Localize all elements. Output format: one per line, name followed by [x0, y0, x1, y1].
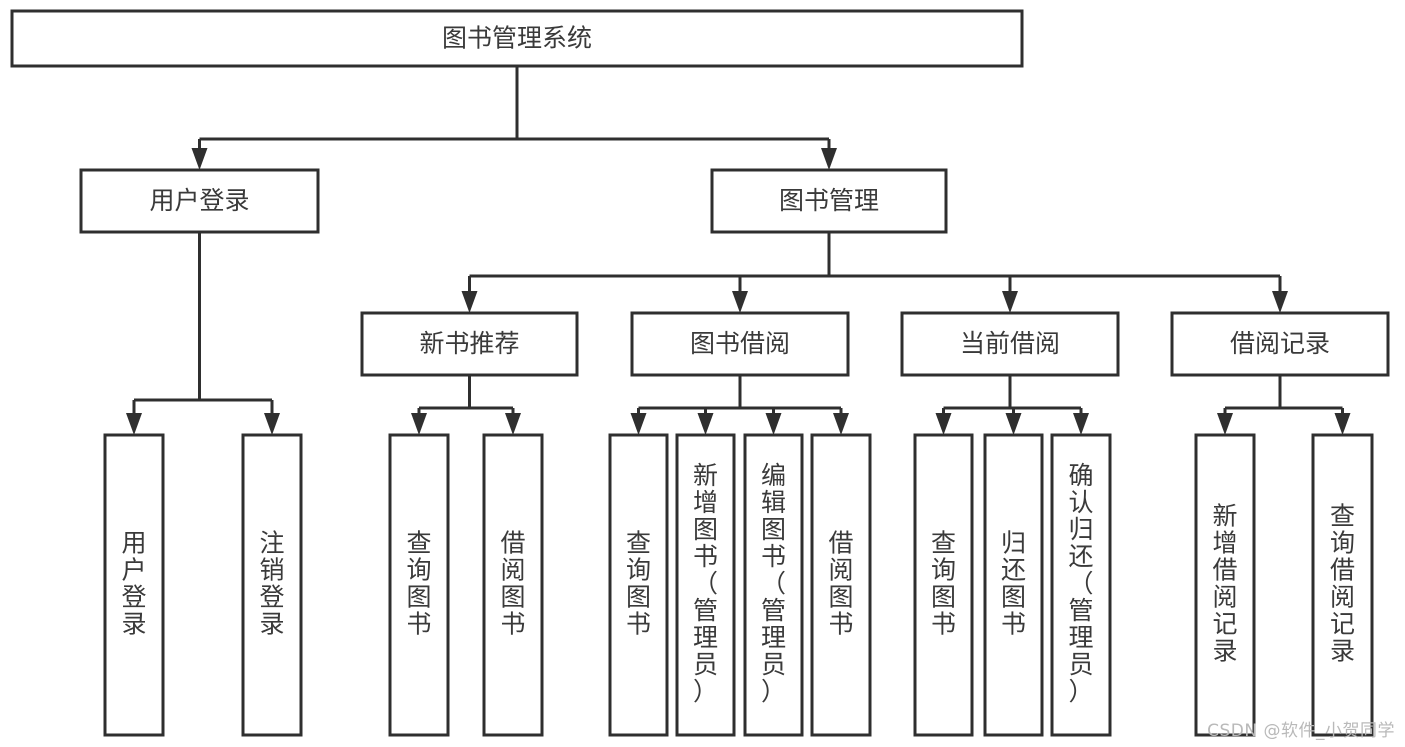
node-box-leaf-query-books-borrow[interactable]: [608, 433, 669, 737]
node-new-book-recommend[interactable]: 新书推荐: [360, 311, 579, 377]
arrow-head-icon: [935, 413, 952, 435]
node-label-leaf-confirm-return-admin: 确认归还（管理员）: [1068, 461, 1093, 706]
node-box-user-login[interactable]: [79, 168, 320, 234]
node-box-leaf-query-borrow-record[interactable]: [1311, 433, 1374, 737]
connector-layer: [126, 66, 1351, 435]
node-label-user-login: 用户登录: [149, 186, 249, 215]
arrow-head-icon: [630, 413, 647, 435]
node-box-leaf-user-login[interactable]: [103, 433, 165, 737]
node-box-current-borrow[interactable]: [900, 311, 1120, 377]
node-label-leaf-borrow-books: 借阅图书: [828, 529, 853, 639]
arrow-head-icon: [732, 291, 748, 313]
node-box-new-book-recommend[interactable]: [360, 311, 579, 377]
node-label-leaf-query-borrow-record: 查询借阅记录: [1330, 502, 1355, 666]
node-label-leaf-return-books: 归还图书: [1001, 529, 1026, 639]
arrow-head-icon: [821, 148, 837, 170]
arrow-head-icon: [1005, 413, 1022, 435]
node-box-leaf-query-books-current[interactable]: [913, 433, 974, 737]
node-box-leaf-query-books-rec[interactable]: [388, 433, 450, 737]
arrow-head-icon: [833, 413, 849, 435]
arrow-head-icon: [191, 148, 208, 170]
node-leaf-user-login[interactable]: 用户登录: [103, 433, 165, 737]
node-leaf-add-borrow-record[interactable]: 新增借阅记录: [1194, 433, 1256, 737]
arrow-head-icon: [126, 413, 142, 435]
node-leaf-add-book-admin[interactable]: 新增图书（管理员）: [675, 433, 736, 737]
node-label-book-borrow: 图书借阅: [690, 329, 790, 358]
node-leaf-borrow-books[interactable]: 借阅图书: [810, 433, 872, 737]
node-label-leaf-user-login: 用户登录: [121, 529, 146, 639]
node-box-leaf-add-borrow-record[interactable]: [1194, 433, 1256, 737]
node-box-leaf-confirm-return-admin[interactable]: [1050, 433, 1112, 737]
node-box-leaf-borrow-books-rec[interactable]: [482, 433, 544, 737]
node-leaf-confirm-return-admin[interactable]: 确认归还（管理员）: [1050, 433, 1112, 737]
node-user-login[interactable]: 用户登录: [79, 168, 320, 234]
arrow-head-icon: [411, 413, 427, 435]
node-label-book-management: 图书管理: [779, 186, 879, 215]
arrow-head-icon: [264, 413, 280, 435]
node-book-management[interactable]: 图书管理: [710, 168, 948, 234]
arrow-head-icon: [1272, 291, 1288, 313]
node-label-leaf-query-books-current: 查询图书: [931, 529, 956, 639]
arrow-head-icon: [765, 413, 782, 435]
node-label-current-borrow: 当前借阅: [960, 329, 1060, 358]
node-box-leaf-edit-book-admin[interactable]: [743, 433, 804, 737]
node-leaf-user-logout[interactable]: 注销登录: [241, 433, 303, 737]
node-label-leaf-borrow-books-rec: 借阅图书: [500, 529, 525, 639]
node-leaf-return-books[interactable]: 归还图书: [983, 433, 1044, 737]
node-label-borrow-records: 借阅记录: [1230, 329, 1330, 358]
node-borrow-records[interactable]: 借阅记录: [1170, 311, 1390, 377]
node-box-leaf-user-logout[interactable]: [241, 433, 303, 737]
arrow-head-icon: [505, 413, 521, 435]
arrow-head-icon: [1073, 413, 1089, 435]
node-leaf-borrow-books-rec[interactable]: 借阅图书: [482, 433, 544, 737]
node-box-root[interactable]: [10, 9, 1024, 68]
node-label-leaf-query-books-borrow: 查询图书: [626, 529, 651, 639]
arrow-head-icon: [1217, 413, 1233, 435]
node-box-leaf-add-book-admin[interactable]: [675, 433, 736, 737]
node-label-leaf-add-book-admin: 新增图书（管理员）: [693, 461, 718, 706]
node-root[interactable]: 图书管理系统: [10, 9, 1024, 68]
node-label-new-book-recommend: 新书推荐: [419, 329, 519, 358]
node-box-leaf-borrow-books[interactable]: [810, 433, 872, 737]
node-label-leaf-user-logout: 注销登录: [259, 529, 284, 639]
node-leaf-edit-book-admin[interactable]: 编辑图书（管理员）: [743, 433, 804, 737]
node-leaf-query-books-borrow[interactable]: 查询图书: [608, 433, 669, 737]
node-box-book-borrow[interactable]: [630, 311, 850, 377]
node-label-leaf-query-books-rec: 查询图书: [406, 529, 431, 639]
arrow-head-icon: [1002, 291, 1018, 313]
node-current-borrow[interactable]: 当前借阅: [900, 311, 1120, 377]
arrow-head-icon: [697, 413, 714, 435]
arrow-head-icon: [461, 291, 478, 313]
node-label-leaf-add-borrow-record: 新增借阅记录: [1212, 502, 1237, 666]
node-label-leaf-edit-book-admin: 编辑图书（管理员）: [761, 461, 786, 706]
node-box-borrow-records[interactable]: [1170, 311, 1390, 377]
node-leaf-query-books-rec[interactable]: 查询图书: [388, 433, 450, 737]
arrow-head-icon: [1334, 413, 1351, 435]
node-leaf-query-books-current[interactable]: 查询图书: [913, 433, 974, 737]
node-leaf-query-borrow-record[interactable]: 查询借阅记录: [1311, 433, 1374, 737]
node-box-book-management[interactable]: [710, 168, 948, 234]
node-book-borrow[interactable]: 图书借阅: [630, 311, 850, 377]
node-label-root: 图书管理系统: [442, 24, 592, 53]
node-box-leaf-return-books[interactable]: [983, 433, 1044, 737]
node-layer: 图书管理系统用户登录图书管理新书推荐图书借阅当前借阅借阅记录用户登录注销登录查询…: [10, 9, 1390, 737]
